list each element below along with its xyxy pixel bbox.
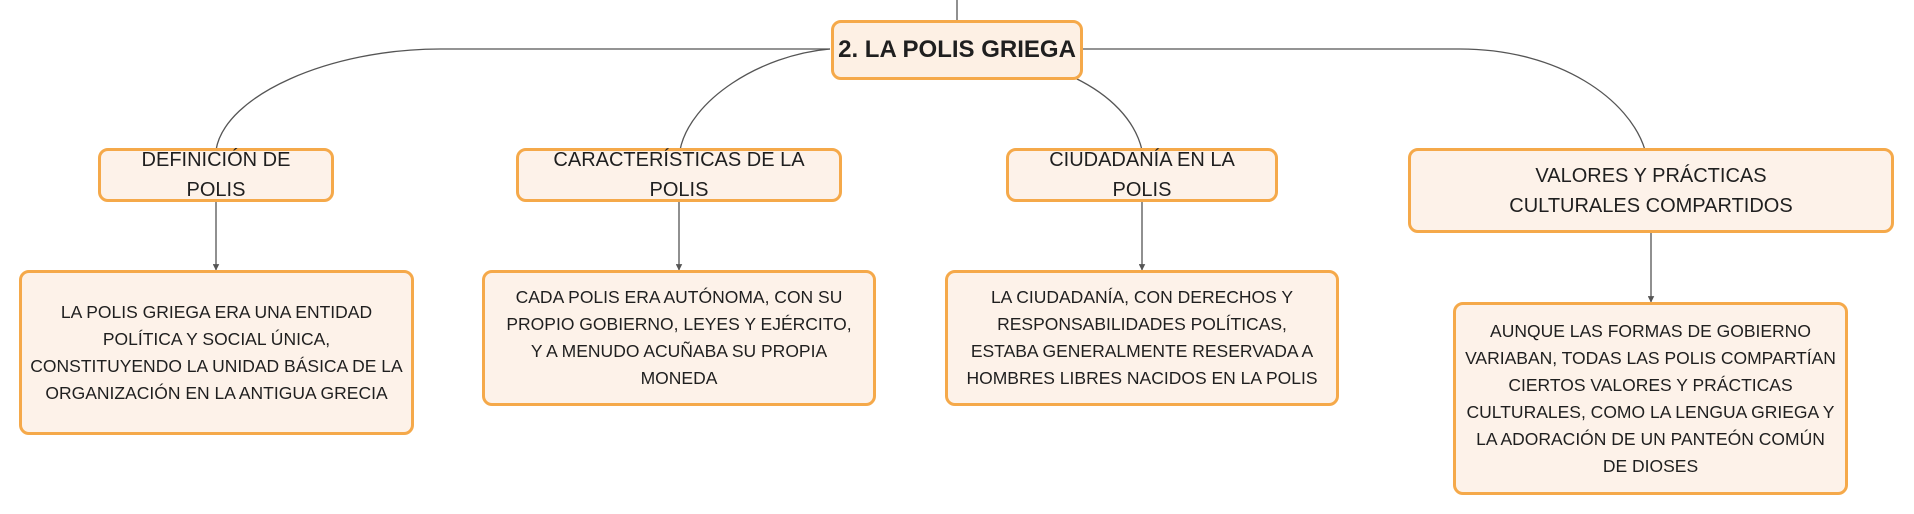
topic-caracteristicas-de-la-polis[interactable]: CARACTERÍSTICAS DE LA POLIS bbox=[516, 148, 842, 202]
connector-root-definicion bbox=[215, 48, 830, 151]
topic-valores-y-practicas[interactable]: VALORES Y PRÁCTICAS CULTURALES COMPARTID… bbox=[1408, 148, 1894, 233]
root-node[interactable]: 2. LA POLIS GRIEGA bbox=[831, 20, 1083, 80]
detail-caracteristicas-de-la-polis[interactable]: CADA POLIS ERA AUTÓNOMA, CON SU PROPIO G… bbox=[482, 270, 876, 406]
topic-ciudadania-en-la-polis[interactable]: CIUDADANÍA EN LA POLIS bbox=[1006, 148, 1278, 202]
connector-root-ciudadania bbox=[1074, 77, 1143, 151]
detail-valores-y-practicas[interactable]: AUNQUE LAS FORMAS DE GOBIERNO VARIABAN, … bbox=[1453, 302, 1848, 495]
detail-ciudadania-en-la-polis[interactable]: LA CIUDADANÍA, CON DERECHOS Y RESPONSABI… bbox=[945, 270, 1339, 406]
connector-root-valores bbox=[1083, 48, 1646, 151]
detail-definicion-de-polis[interactable]: LA POLIS GRIEGA ERA UNA ENTIDAD POLÍTICA… bbox=[19, 270, 414, 435]
topic-definicion-de-polis[interactable]: DEFINICIÓN DE POLIS bbox=[98, 148, 334, 202]
connector-root-caracteristicas bbox=[679, 48, 831, 151]
